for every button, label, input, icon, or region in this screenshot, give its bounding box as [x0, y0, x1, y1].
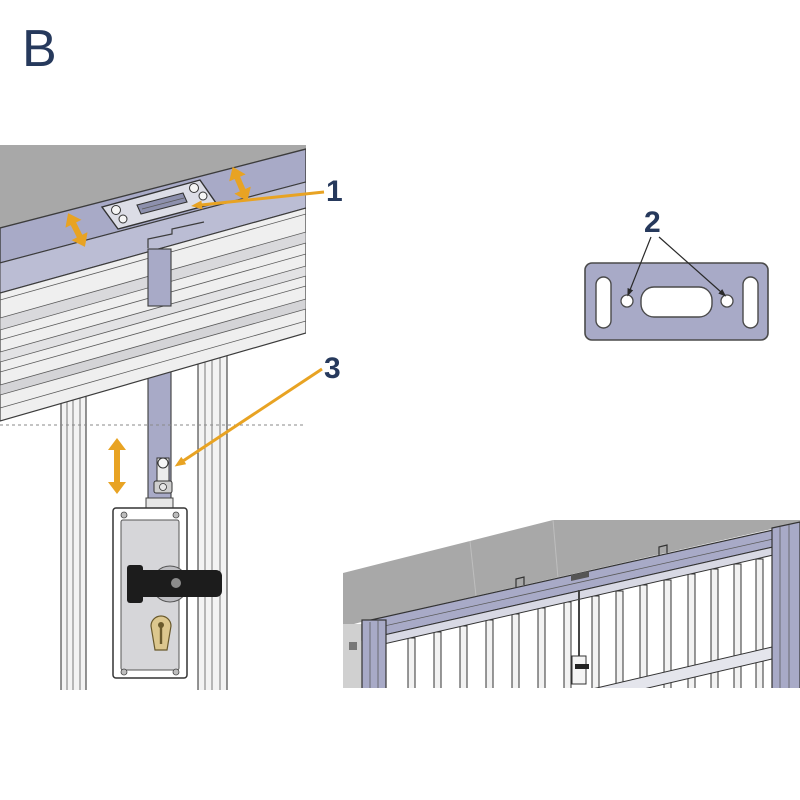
gate-bar: [407, 637, 416, 688]
screw-icon: [172, 511, 180, 519]
lintel-edge: [552, 519, 559, 579]
screw-icon: [111, 205, 121, 215]
leader-line-2-left: [627, 236, 652, 297]
gate-bar: [710, 568, 719, 688]
callout-3: 3: [324, 352, 341, 385]
overview-lock-handle: [575, 664, 589, 669]
leader-line-2-right: [658, 236, 727, 297]
gate-bar: [591, 595, 600, 688]
screw-icon: [189, 183, 199, 193]
rod-screw-head: [157, 457, 169, 469]
gate-post-left: [361, 619, 387, 688]
callout-1: 1: [326, 175, 343, 208]
gate-bar-right: [197, 349, 228, 690]
gate-bar: [615, 590, 624, 688]
rail-slot-outline: [147, 221, 205, 248]
gate-bar-left-body: [60, 394, 87, 690]
rail-detail-view: [0, 145, 306, 690]
gate-lock: [112, 497, 222, 679]
gate-bar: [755, 558, 764, 688]
gate-bar: [733, 563, 742, 688]
panel-letter: B: [22, 20, 57, 78]
plate-hole-left: [620, 294, 634, 308]
keyhole-icon: [158, 622, 164, 628]
overview-lock: [571, 655, 587, 685]
lock-handle-cap: [127, 565, 143, 603]
adjust-arrow-left: [65, 213, 88, 247]
screw-icon: [120, 668, 128, 676]
gate-bar: [485, 619, 494, 688]
rod-screw-nut-face: [159, 483, 167, 491]
rail-groove: [0, 265, 306, 363]
plate-right-slot: [742, 276, 759, 329]
side-wall: [343, 624, 363, 688]
rail-clip-icon: [658, 544, 668, 555]
overview-strike-plate: [571, 571, 589, 581]
rail-line: [0, 320, 306, 409]
gate-bar: [511, 613, 520, 688]
rail-strike-plate: [100, 179, 218, 230]
gate-top-rail-line: [361, 536, 783, 632]
bolt-plate-part: [584, 262, 769, 341]
plate-left-slot: [595, 276, 612, 329]
lock-handle-spindle: [171, 578, 181, 588]
screw-icon: [198, 191, 208, 201]
plate-center-slot: [640, 286, 713, 318]
rod-upper-section: [147, 248, 172, 307]
lintel-masonry: [343, 520, 800, 627]
gate-bar: [663, 579, 672, 688]
screw-icon: [120, 511, 128, 519]
adjust-arrow-right: [229, 166, 251, 202]
screw-icon: [172, 668, 180, 676]
callout-2: 2: [644, 206, 661, 239]
rod-screw: [153, 457, 173, 494]
gate-bar: [459, 625, 468, 688]
gate-bar-left: [60, 394, 87, 690]
leader-line-1: [191, 190, 325, 210]
plate-hole-right: [720, 294, 734, 308]
rail-line: [0, 285, 306, 373]
rail-clip-icon: [515, 576, 525, 587]
gate-bar: [563, 601, 572, 688]
gate-bar: [433, 631, 442, 688]
rail-groove: [0, 298, 306, 396]
wall-fixture: [349, 642, 357, 650]
leader-line-3: [174, 367, 323, 467]
gate-post-right: [771, 521, 800, 688]
strike-plate-slot-edge: [141, 197, 185, 210]
gate-bar: [537, 607, 546, 688]
gate-bar-right-body: [197, 349, 228, 690]
screw-icon: [118, 214, 128, 224]
gate-overview: [343, 519, 800, 688]
ceiling-surface: [0, 145, 306, 228]
lintel-edge: [469, 540, 477, 597]
